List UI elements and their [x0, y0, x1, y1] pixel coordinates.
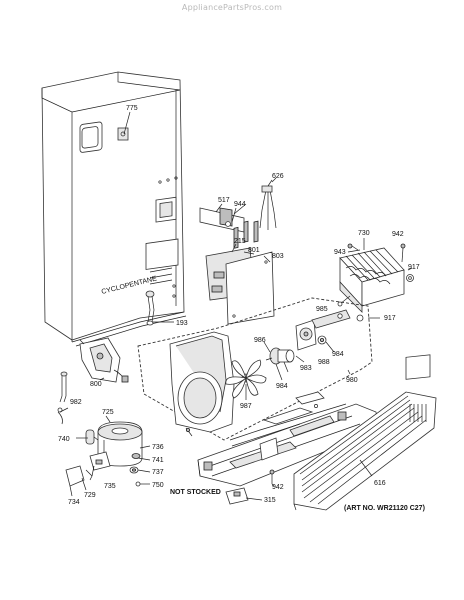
compressor-part [65, 421, 143, 487]
fan-shroud-part [169, 331, 235, 437]
tubing-part [57, 371, 68, 425]
callout-750: 750 [152, 482, 164, 489]
callout-942-bottom: 942 [272, 484, 284, 491]
callout-943: 943 [334, 249, 346, 256]
valve-assembly-part [79, 337, 129, 383]
fan-assembly-boundary [137, 297, 373, 441]
leader-lines [59, 111, 413, 501]
callout-734: 734 [68, 499, 80, 506]
motor-bracket-part [295, 309, 351, 351]
callout-984-left: 984 [276, 383, 288, 390]
callout-944: 944 [234, 201, 246, 208]
callout-980: 980 [346, 377, 358, 384]
wire-harness-part [259, 177, 277, 230]
callout-315: 315 [264, 497, 276, 504]
callout-736: 736 [152, 444, 164, 451]
callout-730: 730 [358, 230, 370, 237]
callout-735: 735 [104, 483, 116, 490]
not-stocked-note: NOT STOCKED [170, 489, 221, 496]
callout-626: 626 [272, 173, 284, 180]
cabinet-back-panel: CYCLOPENTANE [41, 71, 187, 347]
callout-982: 982 [70, 399, 82, 406]
callout-803: 803 [272, 253, 284, 260]
callout-917-lower: 917 [384, 315, 396, 322]
callout-labels: 775 626 517 944 215 801 803 730 942 943 … [58, 105, 420, 506]
fan-motor-part [265, 347, 295, 365]
machine-compartment-base [197, 391, 379, 487]
callout-740: 740 [58, 436, 70, 443]
control-bracket-part [199, 203, 247, 233]
art-number-note: (ART NO. WR21120 C27) [344, 505, 425, 512]
control-board-part [205, 220, 275, 325]
callout-983: 983 [300, 365, 312, 372]
callout-800: 800 [90, 381, 102, 388]
callout-737: 737 [152, 469, 164, 476]
callout-988: 988 [318, 359, 330, 366]
callout-741: 741 [152, 457, 164, 464]
callout-987: 987 [240, 403, 252, 410]
callout-616: 616 [374, 480, 386, 487]
callout-986: 986 [254, 337, 266, 344]
watermark: AppliancePartsPros.com [181, 3, 283, 12]
callout-985: 985 [316, 306, 328, 313]
callout-729: 729 [84, 492, 96, 499]
callout-801: 801 [248, 247, 260, 254]
callout-775: 775 [126, 105, 138, 112]
callout-517: 517 [218, 197, 230, 204]
callout-215: 215 [234, 238, 246, 245]
drain-tube-part [145, 290, 155, 326]
condenser-coil-part [337, 243, 414, 322]
fan-blade-part [225, 359, 267, 399]
callout-725: 725 [102, 409, 114, 416]
callout-942-top: 942 [392, 231, 404, 238]
small-bracket-part [225, 487, 249, 505]
screw-part [269, 469, 275, 484]
callout-917-right: 917 [408, 264, 420, 271]
callout-984-right: 984 [332, 351, 344, 358]
rear-grille-part [293, 354, 437, 511]
callout-193: 193 [176, 320, 188, 327]
